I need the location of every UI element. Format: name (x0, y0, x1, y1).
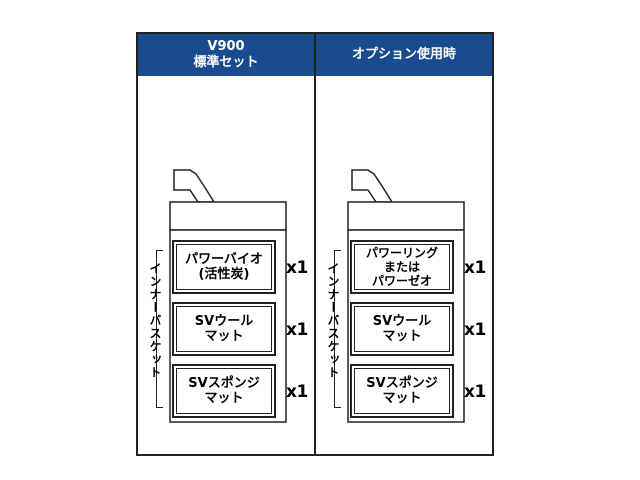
basket-label-standard: インナーバスケット (148, 262, 162, 379)
media-name: SVスポンジ (366, 376, 438, 391)
media-name: SVウール (372, 314, 432, 329)
media-box-sv-sponge: SVスポンジマット (350, 364, 454, 418)
media-subname: マット (204, 391, 244, 406)
header-option-label: オプション使用時 (351, 47, 456, 62)
media-box-sv-wool: SVウールマット (172, 302, 276, 356)
header-model: V900 (207, 39, 245, 54)
media-name: SVスポンジ (188, 376, 260, 391)
media-box-power-ring-or-zeo: パワーリングまたはパワーゼオ (350, 240, 454, 294)
media-subname: マット (204, 329, 244, 344)
quantity-label: x1 (286, 320, 308, 340)
media-name: SVウール (194, 314, 254, 329)
header-option: オプション使用時 (316, 34, 492, 76)
media-subname: マット (382, 391, 422, 406)
basket-bracket-standard (156, 250, 163, 408)
quantity-label: x1 (464, 258, 486, 278)
media-alt-name: パワーゼオ (371, 274, 432, 288)
header-standard-label: 標準セット (193, 55, 259, 70)
column-divider (314, 32, 316, 456)
media-connector: または (383, 260, 420, 274)
quantity-label: x1 (464, 320, 486, 340)
media-subname: マット (382, 329, 422, 344)
media-box-sv-wool: SVウールマット (350, 302, 454, 356)
media-box-sv-sponge: SVスポンジマット (172, 364, 276, 418)
header-standard-set: V900 標準セット (138, 34, 314, 76)
basket-label-option: インナーバスケット (326, 262, 340, 379)
media-name: パワーリング (365, 246, 438, 260)
basket-bracket-option (334, 250, 341, 408)
quantity-label: x1 (286, 258, 308, 278)
media-box-power-bio: パワーバイオ(活性炭) (172, 240, 276, 294)
quantity-label: x1 (464, 382, 486, 402)
media-subname: (活性炭) (198, 267, 250, 282)
media-name: パワーバイオ (185, 252, 263, 267)
quantity-label: x1 (286, 382, 308, 402)
